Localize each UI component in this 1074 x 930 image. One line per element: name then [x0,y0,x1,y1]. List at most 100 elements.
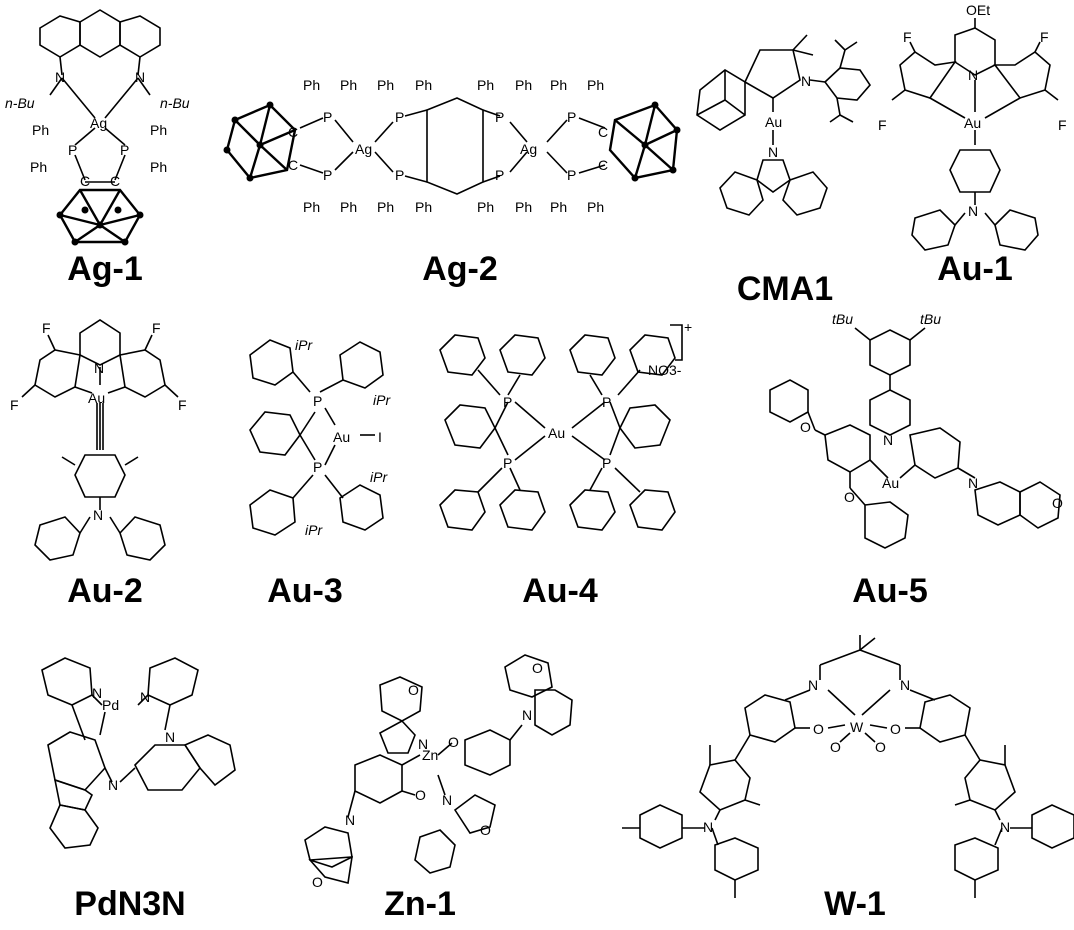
ag1-c-right: C [110,173,120,189]
au1-n: N [968,67,978,83]
ag1-c-left: C [80,173,90,189]
ag2-ph-3: Ph [377,77,394,93]
ag2-ph-9: Ph [303,199,320,215]
au2-structure: N Au N F F F F [10,319,187,561]
au4-anion: NO3- [648,362,682,378]
au5-tbu-1: tBu [832,311,853,327]
au3-ipr-2: iPr [373,392,391,408]
ag2-ph-13: Ph [477,199,494,215]
ag1-n-right: N [135,69,145,85]
ag2-ph-4: Ph [415,77,432,93]
au4-structure: P P P P Au + NO3- [439,319,692,531]
cma1-structure: N Au N [696,34,872,216]
au2-label: Au-2 [67,572,143,610]
au3-ipr-3: iPr [370,469,388,485]
compound-pdn3n: Pd N N N N PdN3N [20,650,260,930]
ag2-ph-16: Ph [587,199,604,215]
au4-p-2: P [503,455,512,471]
ag2-ph-2: Ph [340,77,357,93]
ag1-ph-3: Ph [150,122,167,138]
compound-ag2: C C C C P P P P P P P P Ag Ag Ph Ph Ph P… [215,60,695,300]
ag2-p-5: P [495,109,504,125]
au3-p-1: P [313,393,322,409]
ag1-n-left: N [55,69,65,85]
au2-metal: Au [88,390,105,406]
ag2-ph-14: Ph [515,199,532,215]
ag2-metal-2: Ag [520,141,537,157]
au2-n-amine: N [93,507,103,523]
w1-n-1: N [808,677,818,693]
ag1-metal: Ag [90,115,107,131]
ag2-ph-6: Ph [515,77,532,93]
au5-n-amine: N [968,475,978,491]
w1-structure: N N W O O O O N N [622,635,1074,898]
compound-ag1: N N Ag P P C C Ph Ph Ph Ph n-Bu n-Bu Ag-… [0,0,210,300]
ag2-metal-1: Ag [355,141,372,157]
au3-i: I [378,429,382,445]
ag2-structure: C C C C P P P P P P P P Ag Ag Ph Ph Ph P… [223,77,681,215]
au4-p-3: P [602,394,611,410]
zn1-o-6: O [312,874,323,890]
au1-oet: OEt [966,2,990,18]
w1-n-2: N [900,677,910,693]
ag2-p-1: P [323,109,332,125]
compound-zn1: Zn N N O O O O N N O O Zn-1 [290,645,620,930]
au3-ipr-1: iPr [295,337,313,353]
zn1-label: Zn-1 [384,885,456,923]
au5-metal: Au [882,475,899,491]
pdn3n-structure: Pd N N N N [41,657,236,849]
ag1-structure: N N Ag P P C C Ph Ph Ph Ph n-Bu n-Bu [5,9,190,246]
au1-metal: Au [964,115,981,131]
au1-structure: OEt N Au N F F F F [878,2,1067,251]
ag2-label: Ag-2 [422,250,498,288]
w1-o-1: O [813,721,824,737]
zn1-n-2: N [442,792,452,808]
cma1-label: CMA1 [736,270,834,308]
ag1-ph-1: Ph [32,122,49,138]
pdn3n-label: PdN3N [74,885,186,923]
ag1-ph-2: Ph [30,159,47,175]
ag2-p-6: P [495,167,504,183]
ag1-p-right: P [120,142,129,158]
au5-label: Au-5 [852,572,928,610]
ag2-p-8: P [567,167,576,183]
ag2-c-4: C [598,157,608,173]
w1-label: W-1 [824,885,886,923]
compound-au5: tBu tBu N Au O O N O Au-5 [740,310,1070,610]
ag1-nbu-left: n-Bu [5,95,35,111]
cma1-metal: Au [765,114,782,130]
au3-p-2: P [313,459,322,475]
au4-p-1: P [503,394,512,410]
compound-au1: OEt N Au N F F F F Au-1 [870,0,1074,300]
au1-n-amine: N [968,203,978,219]
ag2-ph-8: Ph [587,77,604,93]
ag2-p-3: P [395,109,404,125]
zn1-o-1: O [448,734,459,750]
pdn3n-n-4: N [108,777,118,793]
au5-o-3: O [1052,495,1063,511]
ag1-ph-4: Ph [150,159,167,175]
au1-f-3: F [878,117,887,133]
ag2-c-3: C [598,124,608,140]
pdn3n-n-2: N [140,689,150,705]
au2-n: N [94,360,104,376]
au5-n-pyridine: N [883,432,893,448]
au4-label: Au-4 [522,572,598,610]
au1-label: Au-1 [937,250,1013,288]
au2-f-3: F [10,397,19,413]
ag2-p-7: P [567,109,576,125]
au3-metal: Au [333,429,350,445]
zn1-o-5: O [532,660,543,676]
au2-f-4: F [178,397,187,413]
zn1-n-1: N [418,736,428,752]
au2-f-2: F [152,320,161,336]
ag2-ph-12: Ph [415,199,432,215]
compound-au4: P P P P Au + NO3- Au-4 [430,319,692,610]
cma1-n-carbene: N [801,73,811,89]
pdn3n-n-1: N [92,685,102,701]
au5-tbu-2: tBu [920,311,941,327]
w1-o-3: O [830,739,841,755]
zn1-o-2: O [415,787,426,803]
w1-n-3: N [703,819,713,835]
au5-o-2: O [844,489,855,505]
